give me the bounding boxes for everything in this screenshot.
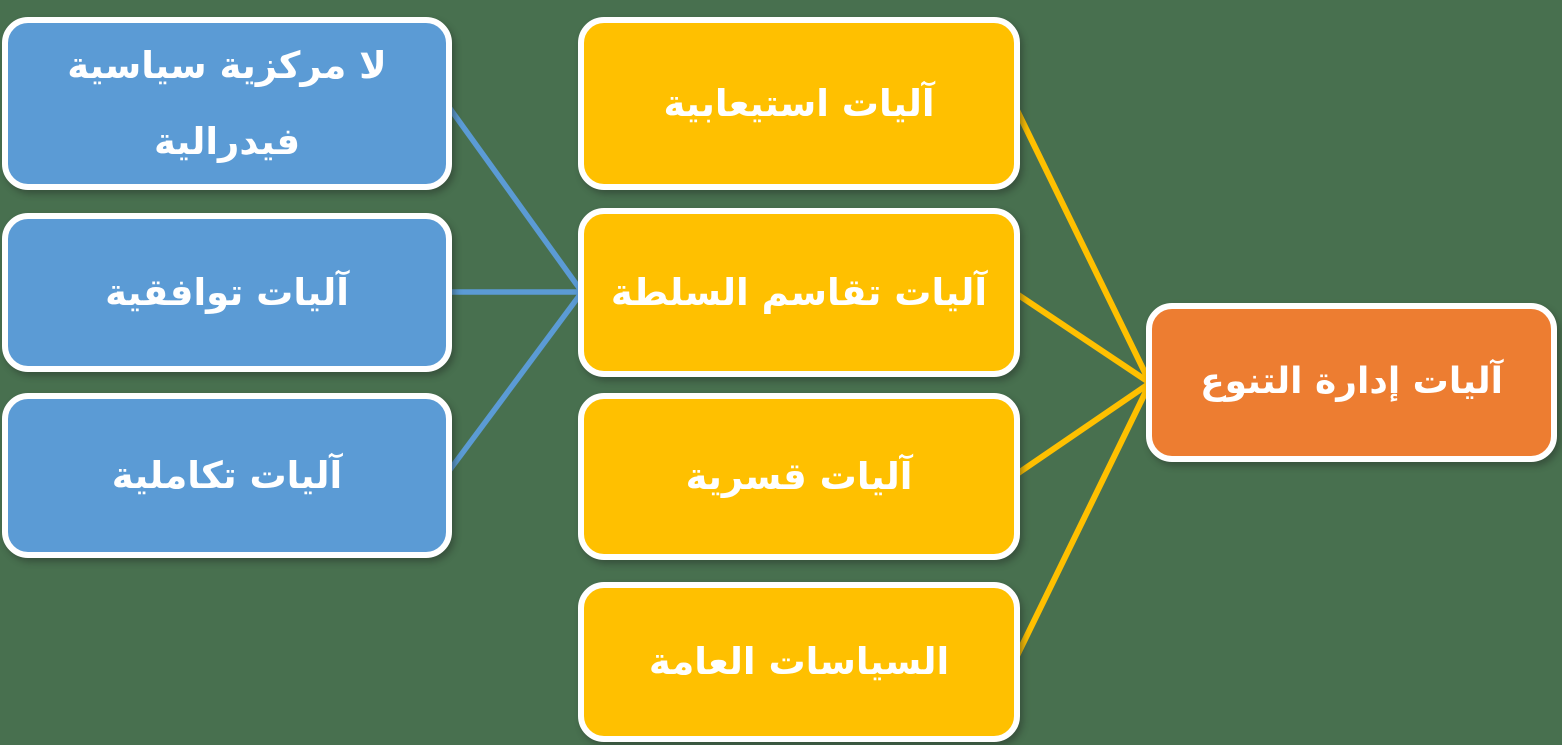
node-label: آليات استيعابية (663, 81, 935, 125)
connector-coercive-to-diversity (1012, 380, 1152, 479)
node-label: فيدرالية (153, 119, 301, 163)
node-label: آليات تقاسم السلطة (610, 270, 988, 314)
node-label: آليات تكاملية (111, 453, 343, 497)
node-label: لا مركزية سياسية (67, 43, 387, 87)
node-public-policies: السياسات العامة (578, 582, 1020, 742)
connector-integrative-to-power-sharing (443, 290, 585, 477)
connector-assimilative-to-diversity (1011, 102, 1153, 385)
node-label: آليات قسرية (685, 454, 913, 498)
node-power-sharing-mechanisms: آليات تقاسم السلطة (578, 208, 1020, 377)
node-consociational-mechanisms: آليات توافقية (2, 213, 452, 372)
node-assimilative-mechanisms: آليات استيعابية (578, 17, 1020, 190)
connector-power-sharing-to-diversity (1012, 289, 1152, 386)
connector-public-policies-to-diversity (1011, 381, 1153, 664)
node-label: السياسات العامة (648, 640, 950, 684)
node-integrative-mechanisms: آليات تكاملية (2, 393, 452, 558)
node-political-decentralization-federalism: لا مركزية سياسية فيدرالية (2, 17, 452, 190)
connector-decentralization-to-power-sharing (443, 101, 585, 294)
node-label: آليات إدارة التنوع (1200, 361, 1503, 403)
node-coercive-mechanisms: آليات قسرية (578, 393, 1020, 560)
node-diversity-management-mechanisms: آليات إدارة التنوع (1146, 303, 1557, 462)
node-label: آليات توافقية (105, 270, 349, 314)
